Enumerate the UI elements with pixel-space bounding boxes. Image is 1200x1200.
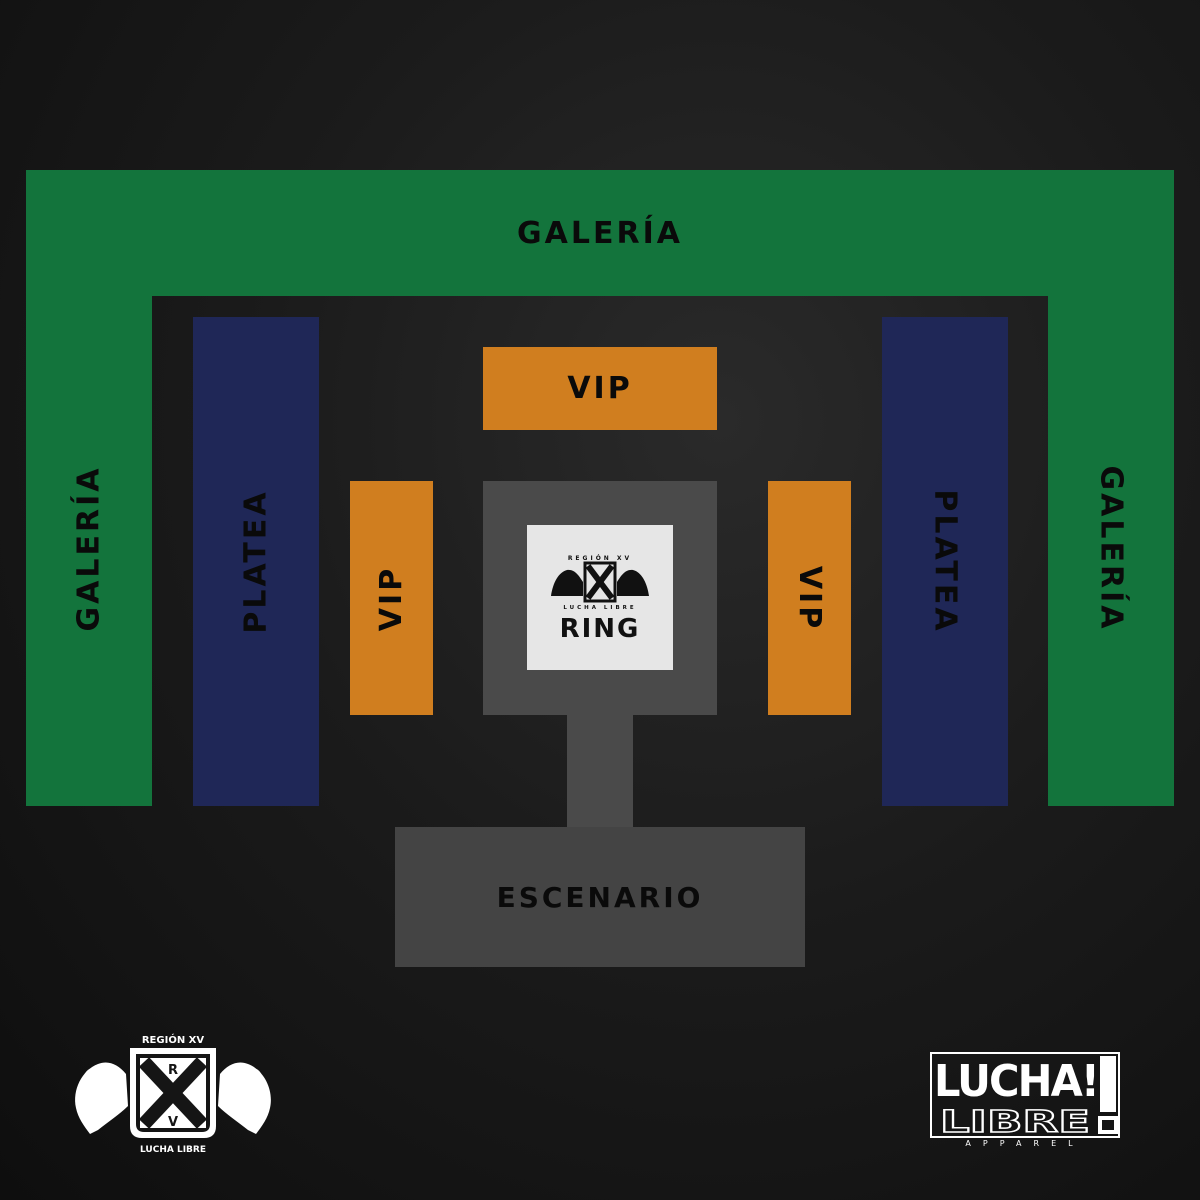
platea-right-section[interactable]: PLATEA [882, 317, 1008, 806]
libre-text: LIBRE [940, 1105, 1090, 1140]
escenario-section[interactable]: ESCENARIO [395, 827, 805, 967]
ring-logo-top-text: REGIÓN XV [568, 555, 632, 562]
lucha-libre-apparel-logo: LUCHA! LIBRE APPAREL [930, 1052, 1120, 1148]
region-xv-letter-v: V [168, 1115, 178, 1130]
platea-right-label: PLATEA [927, 489, 963, 634]
escenario-label: ESCENARIO [496, 880, 704, 914]
galeria-top-section[interactable]: GALERÍA [26, 170, 1174, 296]
lucha-libre-apparel-graphic: LUCHA! LIBRE APPAREL [930, 1052, 1120, 1148]
region-xv-letter-r: R [168, 1063, 178, 1078]
apparel-text: APPAREL [965, 1139, 1084, 1148]
vip-left-label: VIP [374, 565, 409, 631]
lucha-text: LUCHA! [934, 1056, 1098, 1107]
region-xv-logo: REGIÓN XV R V LUCHA LIBRE [68, 1030, 278, 1155]
platea-left-label: PLATEA [238, 489, 274, 634]
vip-left-section[interactable]: VIP [350, 481, 433, 715]
galeria-right-section[interactable]: GALERÍA [1048, 290, 1174, 806]
vip-top-section[interactable]: VIP [483, 347, 717, 430]
region-xv-top-text: REGIÓN XV [142, 1033, 205, 1046]
ring-label: RING [559, 613, 641, 644]
entrance-walkway [567, 713, 633, 831]
galeria-top-label-holder [26, 170, 1174, 296]
region-xv-bottom-text: LUCHA LIBRE [140, 1145, 206, 1155]
galeria-top-label: GALERÍA [517, 215, 683, 251]
vip-top-label: VIP [567, 371, 633, 406]
vip-right-section[interactable]: VIP [768, 481, 851, 715]
vip-right-label: VIP [792, 565, 827, 631]
galeria-left-label: GALERÍA [71, 465, 107, 631]
ring-section[interactable]: REGIÓN XV LUCHA LIBRE RING [527, 525, 673, 670]
galeria-right-label: GALERÍA [1093, 465, 1129, 631]
galeria-left-section[interactable]: GALERÍA [26, 290, 152, 806]
platea-left-section[interactable]: PLATEA [193, 317, 319, 806]
ring-logo-bottom-text: LUCHA LIBRE [563, 605, 636, 611]
region-xv-logo-graphic: REGIÓN XV R V LUCHA LIBRE [75, 1033, 271, 1155]
region-xv-ring-logo: REGIÓN XV LUCHA LIBRE [551, 555, 649, 611]
